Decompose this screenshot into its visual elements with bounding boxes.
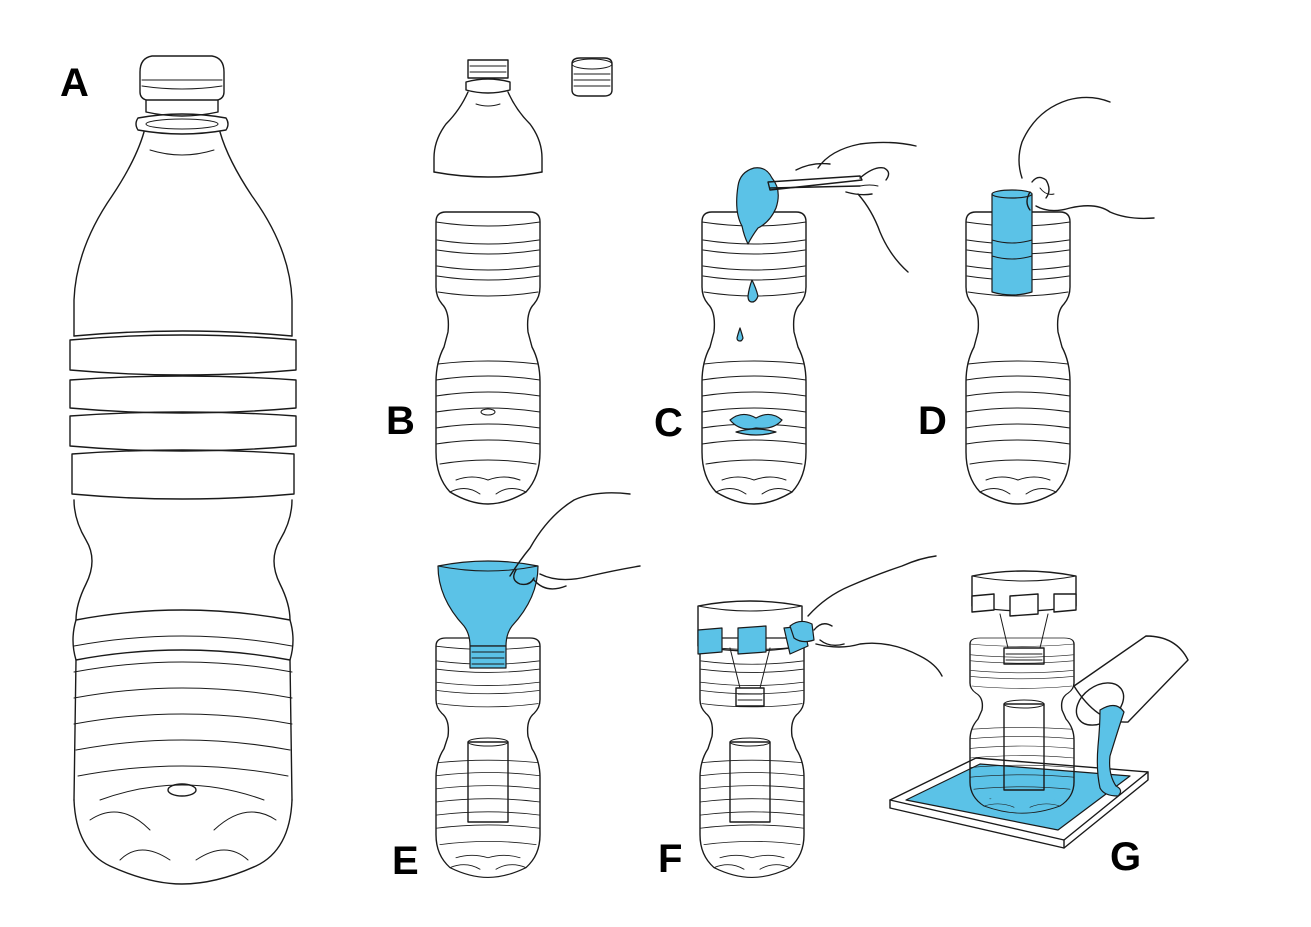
panel-d-inserting-tube bbox=[965, 96, 1155, 505]
panel-label-c: C bbox=[654, 401, 683, 445]
panel-e-inverting-funnel bbox=[435, 492, 641, 879]
panel-label-e: E bbox=[392, 839, 419, 883]
panel-label-b: B bbox=[386, 399, 415, 443]
panel-a-whole-bottle bbox=[69, 55, 297, 885]
panel-label-g: G bbox=[1110, 835, 1142, 879]
panel-b-cut-bottle bbox=[433, 57, 613, 505]
panel-f-taping-joint bbox=[697, 555, 943, 879]
panel-g-trap-in-tray bbox=[889, 570, 1189, 849]
panel-label-d: D bbox=[918, 399, 947, 443]
panel-c-adding-bait bbox=[701, 141, 917, 505]
panel-label-a: A bbox=[60, 61, 89, 105]
panel-label-f: F bbox=[658, 837, 683, 881]
